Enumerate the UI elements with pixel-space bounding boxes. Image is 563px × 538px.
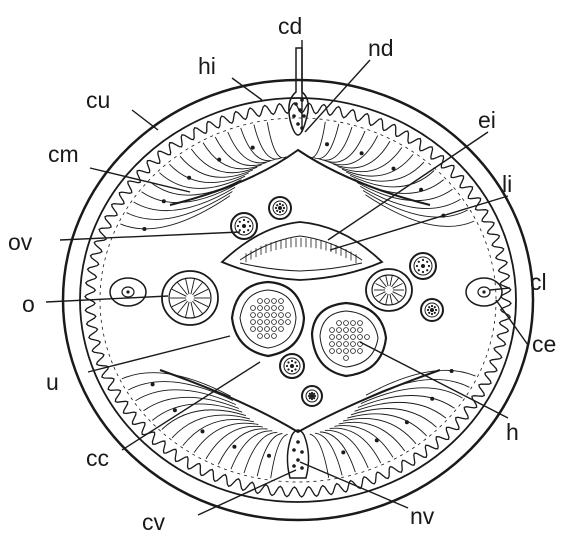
oviduct-left (162, 271, 218, 325)
labels: cd hi nd cu ei cm li ov cl o ce u h cc c… (8, 13, 556, 535)
uterus-left (232, 282, 304, 356)
label-ce: ce (532, 331, 556, 357)
lateral-cord-left (110, 278, 146, 306)
label-ov: ov (8, 229, 33, 255)
dorsal-cord (289, 48, 308, 135)
ventral-cord (287, 430, 308, 478)
label-cc: cc (86, 445, 109, 471)
label-hi: hi (198, 53, 216, 79)
label-nv: nv (410, 503, 435, 529)
label-li: li (502, 171, 512, 197)
label-ei: ei (478, 107, 496, 133)
label-h: h (506, 419, 519, 445)
leader-lines (46, 40, 528, 515)
label-cl: cl (530, 269, 547, 295)
label-nd: nd (368, 35, 394, 61)
label-cm: cm (48, 141, 79, 167)
label-cv: cv (142, 509, 166, 535)
label-o: o (22, 291, 35, 317)
intestine-villi (246, 238, 356, 263)
oviduct-right (366, 269, 412, 311)
label-cu: cu (86, 87, 110, 113)
ventral-mesentery (160, 370, 440, 432)
uterus-right (312, 303, 386, 376)
ventral-nerve-dots (292, 440, 304, 470)
label-cd: cd (278, 13, 302, 39)
label-u: u (46, 369, 59, 395)
